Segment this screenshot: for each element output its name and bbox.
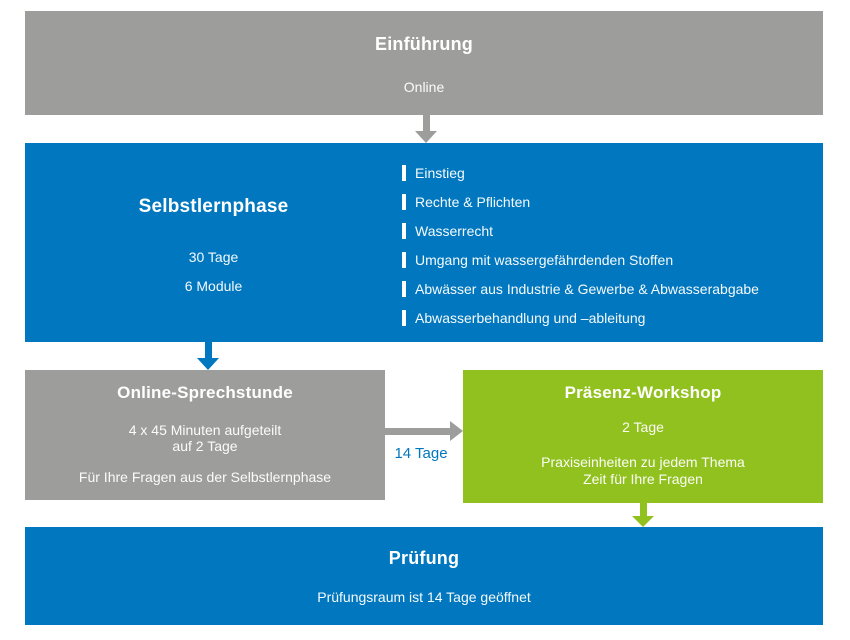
bullet-bar-icon [402, 194, 406, 210]
workshop-line3: Zeit für Ihre Fragen [583, 471, 703, 487]
module-label: Umgang mit wassergefährdenden Stoffen [415, 252, 674, 268]
intro-box: Einführung Online [25, 11, 823, 115]
selfstudy-summary: Selbstlernphase 30 Tage 6 Module [25, 143, 402, 342]
down-arrow-gray-icon [412, 115, 440, 143]
bullet-bar-icon [402, 223, 406, 239]
arrow-head [197, 358, 219, 370]
bullet-bar-icon [402, 310, 406, 326]
workshop-line2: Praxiseinheiten zu jedem Thema [541, 454, 745, 470]
module-label: Abwasserbehandlung und –ableitung [415, 310, 646, 326]
arrow-stem [205, 342, 212, 358]
consultation-line1: 4 x 45 Minuten aufgeteilt [128, 422, 282, 438]
bullet-bar-icon [402, 165, 406, 181]
workshop-line1: 2 Tage [622, 419, 664, 435]
arrow-stem [640, 503, 647, 516]
arrow-stem [385, 428, 450, 435]
arrow-head [450, 421, 463, 441]
module-item: Wasserrecht [402, 222, 759, 240]
intro-subtitle: Online [403, 79, 445, 95]
module-item: Umgang mit wassergefährdenden Stoffen [402, 251, 759, 269]
consultation-title: Online-Sprechstunde [117, 383, 293, 402]
exam-subtitle: Prüfungsraum ist 14 Tage geöffnet [317, 589, 531, 605]
bullet-bar-icon [402, 252, 406, 268]
exam-title: Prüfung [388, 548, 460, 568]
module-item: Rechte & Pflichten [402, 193, 759, 211]
down-arrow-green-icon [629, 503, 657, 527]
consultation-box: Online-Sprechstunde 4 x 45 Minuten aufge… [25, 370, 385, 500]
arrow-head [632, 516, 654, 527]
selfstudy-box: Selbstlernphase 30 Tage 6 Module Einstie… [25, 143, 823, 342]
arrow-stem [423, 115, 430, 131]
connector-label: 14 Tage [394, 445, 448, 462]
module-list: Einstieg Rechte & Pflichten Wasserrecht … [402, 143, 759, 342]
workshop-box: Präsenz-Workshop 2 Tage Praxiseinheiten … [463, 370, 823, 503]
consultation-line3: Für Ihre Fragen aus der Selbstlernphase [78, 469, 332, 485]
module-item: Einstieg [402, 164, 759, 182]
intro-title: Einführung [375, 34, 473, 54]
selfstudy-duration: 30 Tage [188, 249, 239, 265]
module-item: Abwässer aus Industrie & Gewerbe & Abwas… [402, 280, 759, 298]
module-label: Einstieg [415, 165, 465, 181]
module-label: Abwässer aus Industrie & Gewerbe & Abwas… [415, 281, 759, 297]
module-item: Abwasserbehandlung und –ableitung [402, 309, 759, 327]
selfstudy-modules-count: 6 Module [184, 278, 243, 294]
workshop-title: Präsenz-Workshop [564, 383, 722, 402]
down-arrow-blue-icon [194, 342, 222, 370]
exam-box: Prüfung Prüfungsraum ist 14 Tage geöffne… [25, 527, 823, 625]
selfstudy-title: Selbstlernphase [138, 196, 289, 217]
bullet-bar-icon [402, 281, 406, 297]
module-label: Wasserrecht [415, 223, 494, 239]
arrow-head [415, 131, 437, 143]
right-arrow-gray-icon [385, 421, 463, 442]
module-label: Rechte & Pflichten [415, 194, 531, 210]
consultation-line2: auf 2 Tage [172, 438, 238, 454]
